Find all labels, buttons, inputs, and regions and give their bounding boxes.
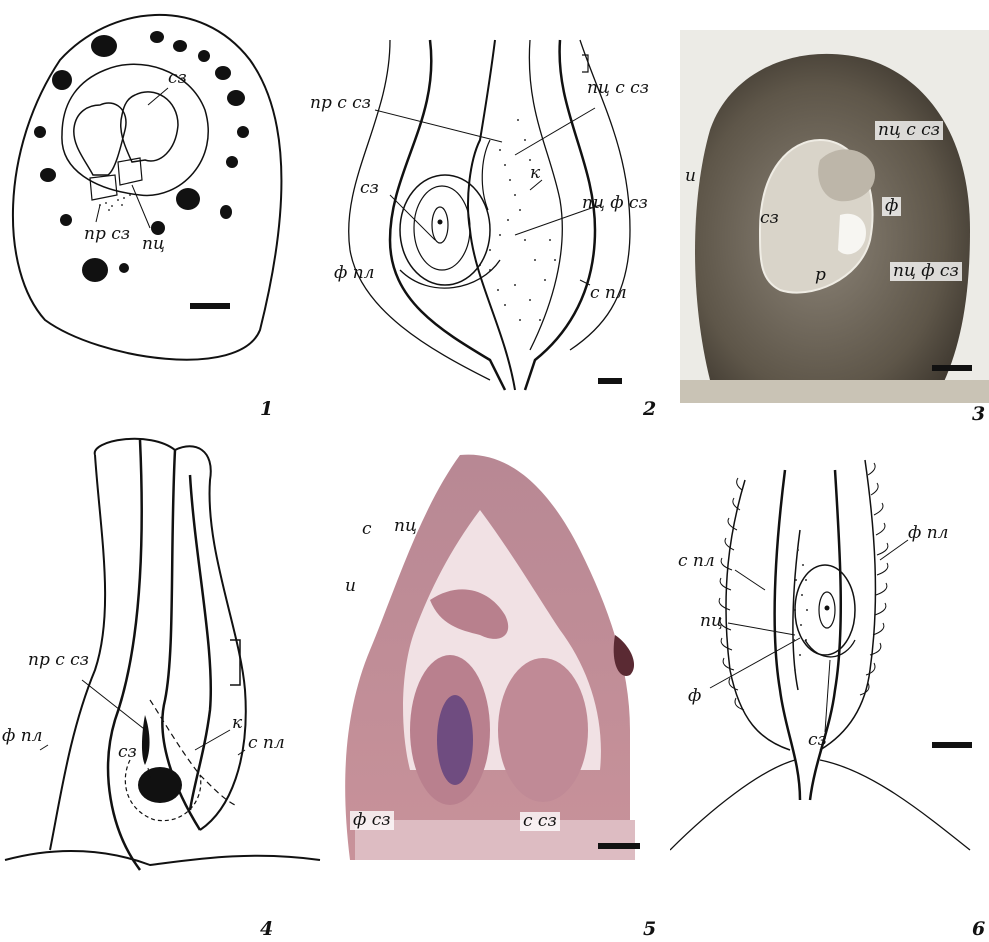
panel-number-3: 3 [972, 405, 985, 424]
label-pr-s-sz: пр с сз [310, 95, 371, 112]
label-sz: сз [808, 732, 827, 749]
scale-bar-1 [190, 303, 230, 309]
label-s-pl: с пл [248, 735, 285, 752]
label-f: ф [688, 688, 701, 705]
label-s-pl: с пл [590, 285, 627, 302]
panel-1: сз пр сз пц 1 [0, 0, 330, 430]
scale-bar-3 [932, 365, 972, 371]
label-pc: пц [142, 236, 165, 253]
label-s: с [362, 521, 372, 538]
label-f-sz: ф сз [350, 811, 394, 830]
panel-4-drawing [0, 430, 330, 942]
scale-bar-6 [932, 742, 972, 748]
panel-number-4: 4 [260, 920, 273, 939]
label-i: и [345, 578, 356, 595]
panel-number-6: 6 [972, 920, 985, 939]
label-f: ф [882, 197, 901, 216]
label-k: к [530, 165, 540, 182]
label-s-pl: с пл [678, 553, 715, 570]
label-sz: сз [168, 70, 187, 87]
panel-5: с пц и ф сз с сз 5 [330, 430, 670, 942]
label-pc: пц [394, 518, 417, 535]
panel-number-1: 1 [260, 400, 273, 419]
panel-3: пц с сз и сз ф р пц ф сз 3 [670, 0, 989, 430]
label-pc-s-sz: пц с сз [875, 121, 943, 140]
label-f-pl: ф пл [334, 265, 374, 282]
label-r: р [815, 267, 826, 284]
label-i: и [685, 168, 696, 185]
panel-6: с пл ф пл пц ф сз 6 [670, 430, 989, 942]
label-pc-s-sz: пц с сз [587, 80, 649, 97]
label-pc-f-sz: пц ф сз [890, 262, 962, 281]
panel-4: пр с сз ф пл сз к с пл 4 [0, 430, 330, 942]
label-pc: пц [700, 613, 723, 630]
label-f-pl: ф пл [2, 728, 42, 745]
label-sz: сз [360, 180, 379, 197]
label-f-pl: ф пл [908, 525, 948, 542]
panel-number-2: 2 [643, 400, 656, 419]
panel-6-drawing [670, 430, 989, 942]
label-sz: сз [118, 744, 137, 761]
label-s-sz: с сз [520, 812, 560, 831]
panel-2-drawing [330, 0, 670, 430]
label-pc-f-sz: пц ф сз [582, 195, 648, 212]
panel-1-drawing [0, 0, 330, 430]
scale-bar-2 [598, 378, 622, 384]
panel-5-micrograph [330, 430, 670, 942]
label-pr-sz: пр сз [84, 226, 130, 243]
label-sz: сз [760, 210, 779, 227]
label-pr-s-sz: пр с сз [28, 652, 89, 669]
scale-bar-5 [598, 843, 640, 849]
panel-number-5: 5 [643, 920, 656, 939]
panel-2: пр с сз пц с сз к сз пц ф сз ф пл с пл 2 [330, 0, 670, 430]
label-k: к [232, 715, 242, 732]
